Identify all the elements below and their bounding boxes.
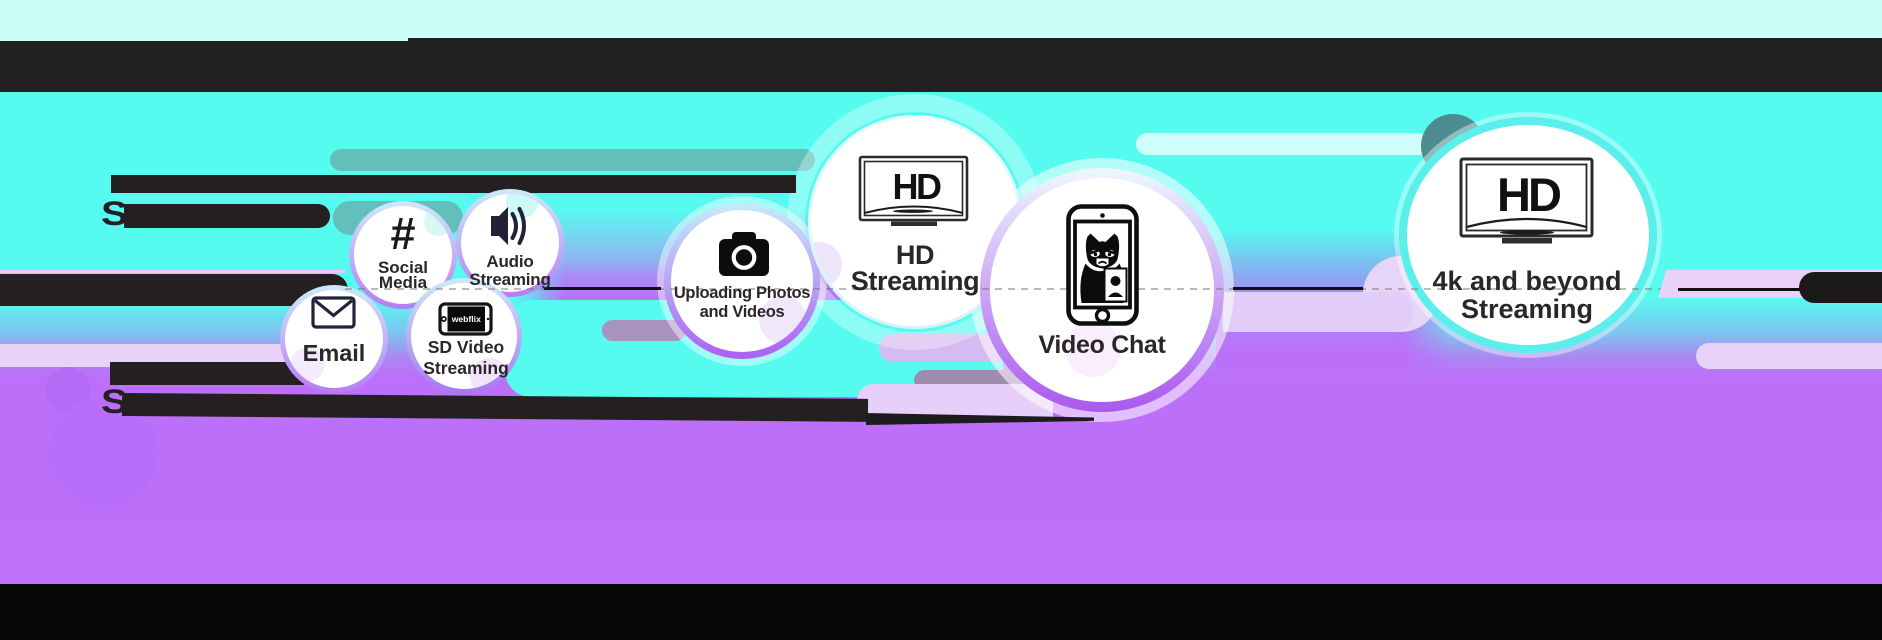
svg-text:webflix: webflix	[451, 314, 481, 324]
